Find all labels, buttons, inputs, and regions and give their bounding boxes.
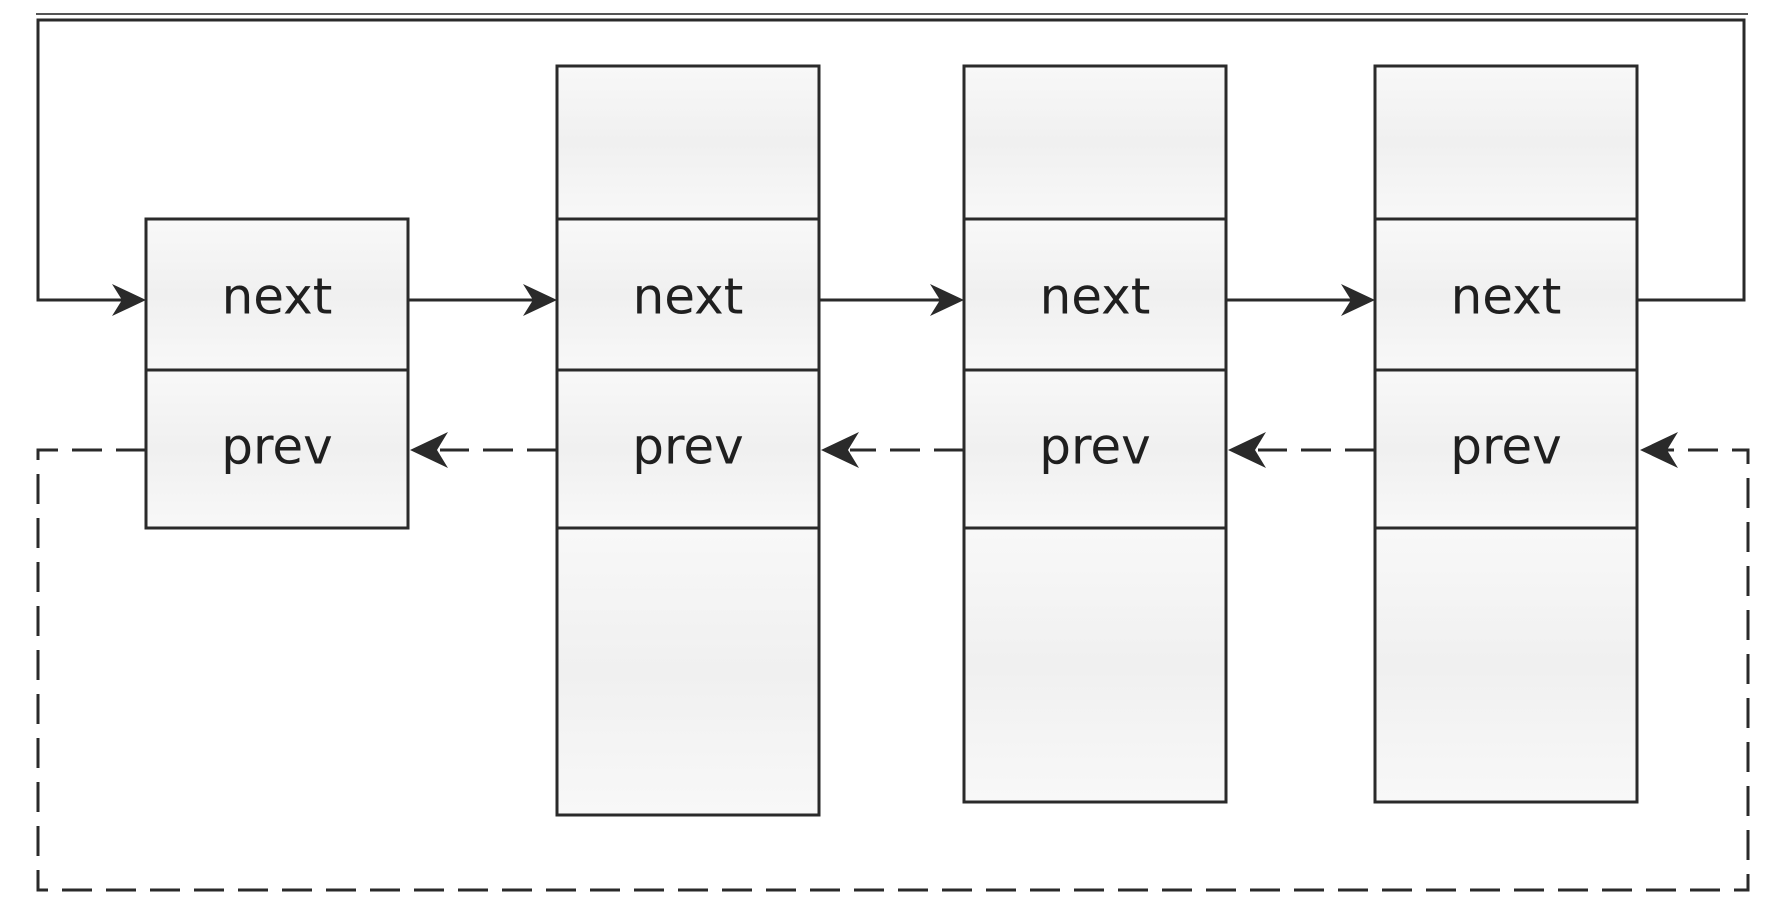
node-4-top-cell	[1373, 64, 1639, 221]
node-2-top-cell	[555, 64, 821, 221]
node-1: next prev	[144, 217, 410, 530]
node-4: next prev	[1373, 64, 1639, 804]
prev-link-2-to-1	[410, 432, 557, 468]
next-link-3-to-4	[1226, 284, 1375, 316]
node-1-prev-label: prev	[221, 418, 333, 476]
node-2-prev-label: prev	[632, 418, 744, 476]
node-2-next-label: next	[633, 268, 744, 326]
node-1-prev-cell	[144, 368, 410, 530]
prev-link-4-to-3	[1228, 432, 1375, 468]
node-3-top-cell	[962, 64, 1228, 221]
node-1-next-cell	[144, 217, 410, 372]
prev-wraparound-link	[36, 448, 1750, 892]
next-link-2-to-3	[819, 284, 964, 316]
next-wraparound-link	[36, 18, 1746, 302]
node-3-prev-label: prev	[1039, 418, 1151, 476]
next-arrowhead-to-node-1	[112, 284, 146, 316]
node-4-prev-label: prev	[1450, 418, 1562, 476]
node-3: next prev	[962, 64, 1228, 804]
next-link-1-to-2	[408, 284, 557, 316]
node-2: next prev	[555, 64, 821, 817]
node-2-bottom-cell	[555, 526, 821, 817]
node-4-prev-cell	[1373, 368, 1639, 530]
node-4-next-label: next	[1451, 268, 1562, 326]
node-3-next-label: next	[1040, 268, 1151, 326]
node-1-next-label: next	[222, 268, 333, 326]
node-4-bottom-cell	[1373, 526, 1639, 804]
node-4-next-cell	[1373, 217, 1639, 372]
prev-link-3-to-2	[821, 432, 964, 468]
prev-arrowhead-to-node-4	[1640, 432, 1678, 468]
node-3-bottom-cell	[962, 526, 1228, 804]
